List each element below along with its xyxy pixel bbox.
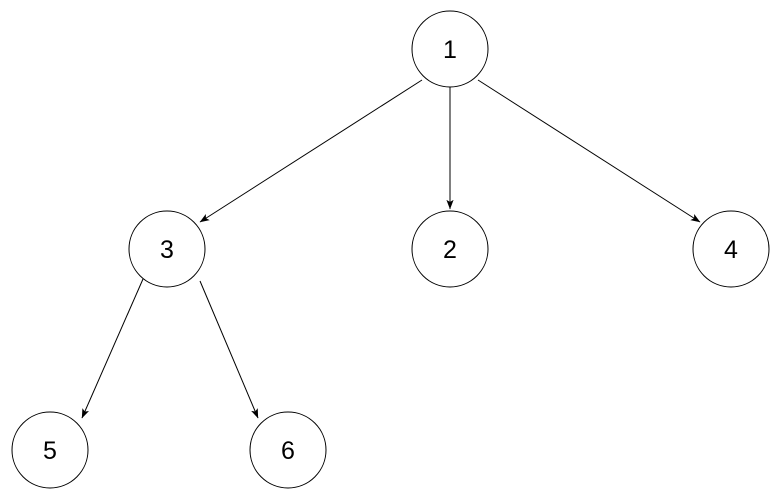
edge-1-to-3[interactable] xyxy=(199,79,423,223)
node-2[interactable]: 2 xyxy=(411,210,489,288)
node-4-label: 4 xyxy=(724,236,738,264)
node-layer: 1 3 2 4 5 6 xyxy=(11,10,770,489)
node-4[interactable]: 4 xyxy=(692,210,770,288)
node-3[interactable]: 3 xyxy=(128,210,206,288)
edge-layer xyxy=(81,79,701,419)
node-2-label: 2 xyxy=(443,236,457,264)
node-6[interactable]: 6 xyxy=(249,411,327,489)
node-1[interactable]: 1 xyxy=(411,10,489,88)
node-6-label: 6 xyxy=(281,437,295,465)
node-2-circle[interactable] xyxy=(411,210,489,288)
edge-3-to-6[interactable] xyxy=(199,280,259,419)
node-1-circle[interactable] xyxy=(411,10,489,88)
node-4-circle[interactable] xyxy=(692,210,770,288)
node-3-circle[interactable] xyxy=(128,210,206,288)
edge-3-to-5[interactable] xyxy=(81,278,144,419)
node-3-label: 3 xyxy=(160,236,174,264)
node-5-label: 5 xyxy=(43,437,57,465)
node-5[interactable]: 5 xyxy=(11,411,89,489)
edge-1-to-4[interactable] xyxy=(477,79,701,223)
node-1-label: 1 xyxy=(443,36,457,64)
node-6-circle[interactable] xyxy=(249,411,327,489)
node-5-circle[interactable] xyxy=(11,411,89,489)
